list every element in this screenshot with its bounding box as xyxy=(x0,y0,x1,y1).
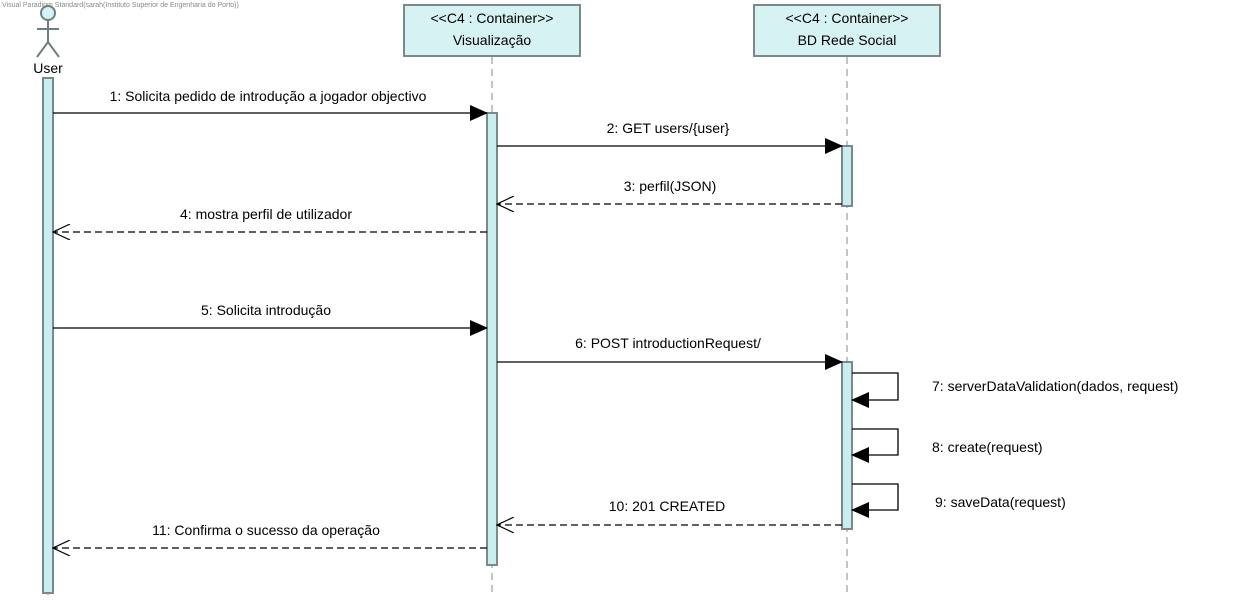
participant-bd-rede-social: <<C4 : Container>> BD Rede Social xyxy=(753,4,941,57)
participant-stereotype: <<C4 : Container>> xyxy=(786,10,909,26)
message-label: 3: perfil(JSON) xyxy=(624,178,717,194)
message-label: 4: mostra perfil de utilizador xyxy=(180,206,352,222)
self-message-arrow xyxy=(851,483,899,518)
participant-visualizacao: <<C4 : Container>> Visualização xyxy=(403,4,581,57)
activation-bar-visualizacao xyxy=(486,112,498,566)
activation-bar-user xyxy=(42,77,54,594)
message-label: 6: POST introductionRequest/ xyxy=(575,335,761,351)
participant-stereotype: <<C4 : Container>> xyxy=(431,10,554,26)
self-message-arrow xyxy=(851,372,899,408)
participant-name: BD Rede Social xyxy=(798,32,897,48)
stick-figure-icon xyxy=(36,5,60,58)
self-message-arrow xyxy=(851,428,899,463)
message-label: 9: saveData(request) xyxy=(935,494,1066,510)
message-label: 11: Confirma o sucesso da operação xyxy=(152,522,380,538)
message-label: 10: 201 CREATED xyxy=(609,498,725,514)
watermark: Visual Paradigm Standard(sarah(Instituto… xyxy=(2,2,239,9)
participant-name: Visualização xyxy=(453,32,532,48)
message-label: 5: Solicita introdução xyxy=(201,302,331,318)
message-label: 1: Solicita pedido de introdução a jogad… xyxy=(110,88,427,104)
message-label: 7: serverDataValidation(dados, request) xyxy=(932,378,1178,394)
message-label: 8: create(request) xyxy=(932,439,1043,455)
message-label: 2: GET users/{user} xyxy=(607,120,730,136)
activation-bar-bd-1 xyxy=(841,145,853,207)
activation-bar-bd-2 xyxy=(841,361,853,530)
actor-name: User xyxy=(33,60,63,76)
